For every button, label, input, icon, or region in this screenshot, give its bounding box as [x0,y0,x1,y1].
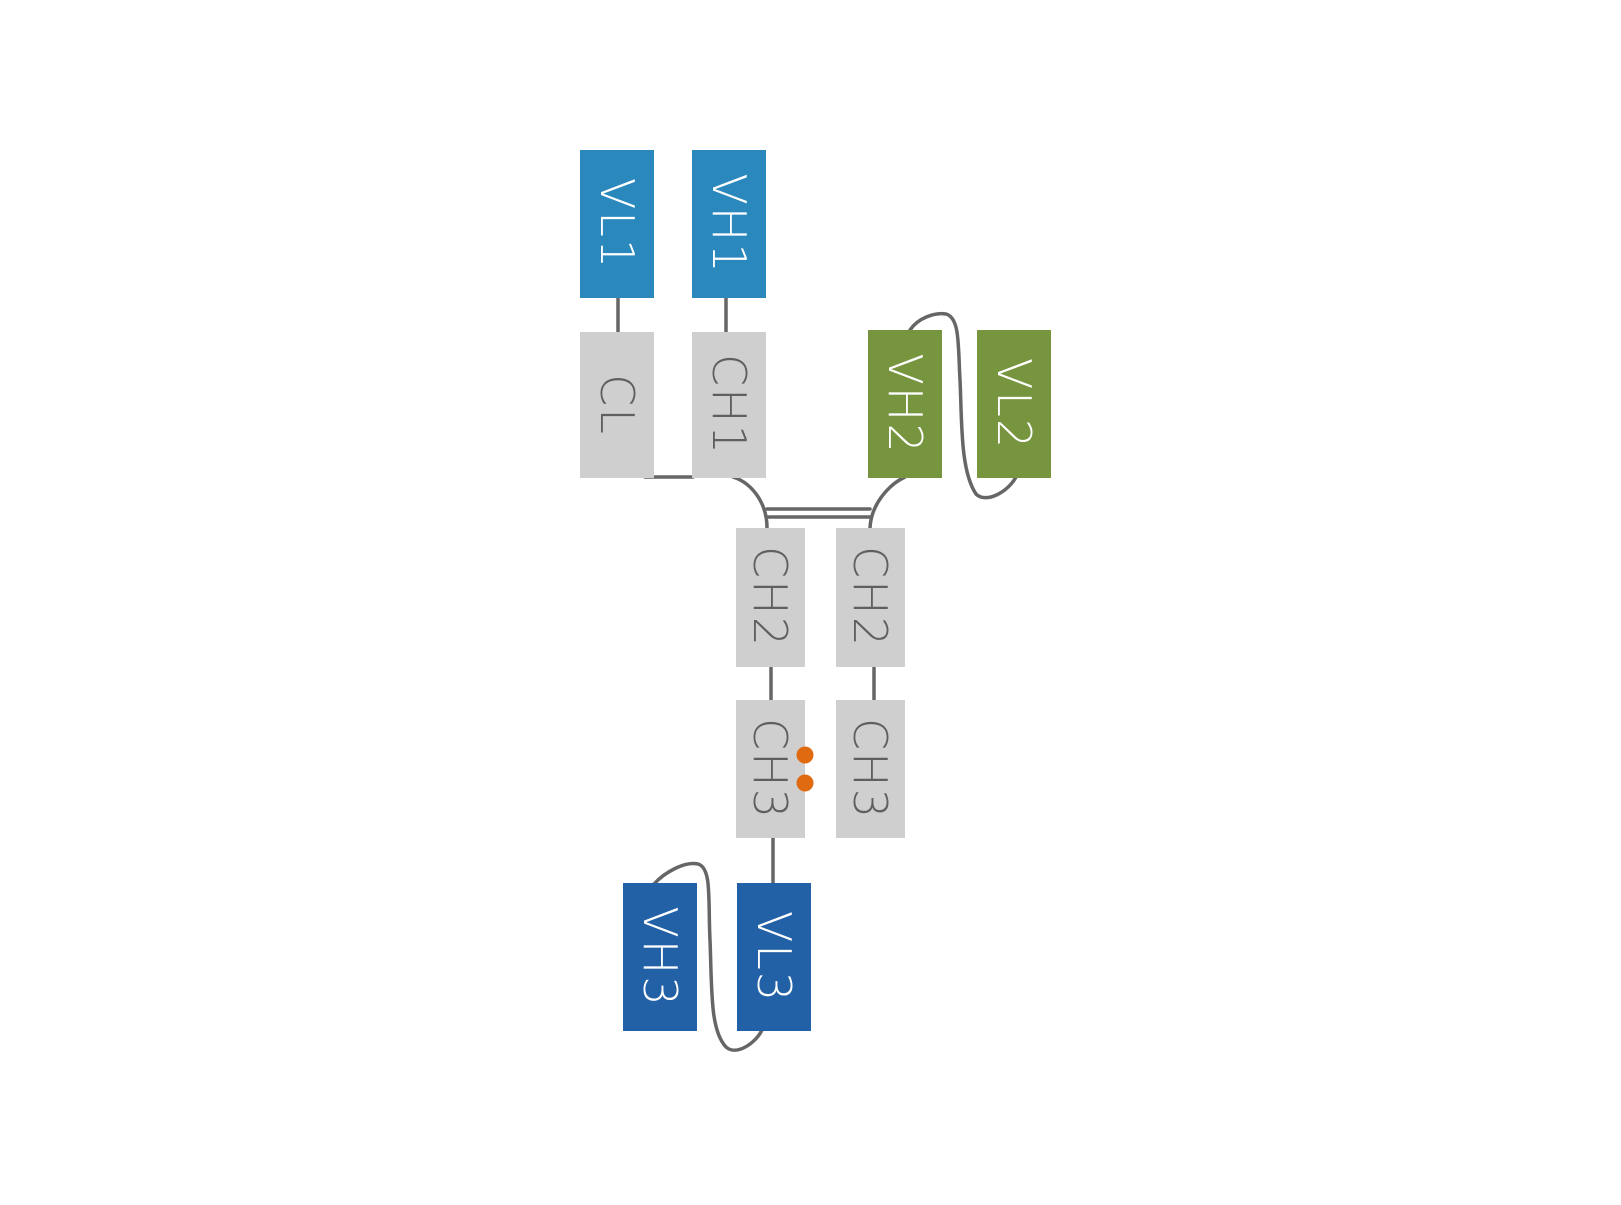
ch1-label: CH1 [702,354,756,456]
cl-label: CL [590,374,644,436]
ch3-b-label: CH3 [843,718,897,820]
ch2-b-label: CH2 [843,546,897,648]
ch1-box [692,332,766,478]
knob-dot-bottom [796,774,814,792]
domains: VL1 VH1 CL CH1 VH2 VL2 CH2 CH2 [580,150,1051,1031]
cl-box [580,332,654,478]
ch1-domain: CH1 [692,332,766,478]
ch2-a-box [736,528,805,667]
vh2-label: VH2 [878,353,932,454]
ch3-a-label: CH3 [743,718,797,820]
vl3-label: VL3 [747,911,801,1003]
vl1-label: VL1 [590,178,644,270]
vl3-box [737,883,811,1031]
vl2-domain: VL2 [977,330,1051,478]
vh3-label: VH3 [633,906,687,1007]
ch3-b-domain: CH3 [836,700,905,838]
ch2-b-domain: CH2 [836,528,905,667]
ch2-b-box [836,528,905,667]
vh3-domain: VH3 [623,883,697,1031]
vh2-domain: VH2 [868,330,942,478]
vh1-label: VH1 [702,173,756,274]
vh1-domain: VH1 [692,150,766,298]
ch2-a-label: CH2 [743,546,797,648]
vl1-box [580,150,654,298]
knob-hole-dots [796,746,814,792]
vh3-box [623,883,697,1031]
vh1-box [692,150,766,298]
vl3-domain: VL3 [737,883,811,1031]
vl2-label: VL2 [987,358,1041,450]
knob-dot-top [796,746,814,764]
vh2-hinge-link [868,475,907,530]
ch1-hinge-link [731,475,769,530]
ch3-a-domain: CH3 [736,700,805,838]
vh3-vl3-scfv-linker [652,861,764,1052]
linkers [616,296,1018,1052]
vh2-box [868,330,942,478]
ch2-a-domain: CH2 [736,528,805,667]
cl-domain: CL [580,332,654,478]
vh2-vl2-scfv-linker [908,311,1018,500]
vl2-box [977,330,1051,478]
vl1-domain: VL1 [580,150,654,298]
ch3-a-box [736,700,805,838]
ch3-b-box [836,700,905,838]
